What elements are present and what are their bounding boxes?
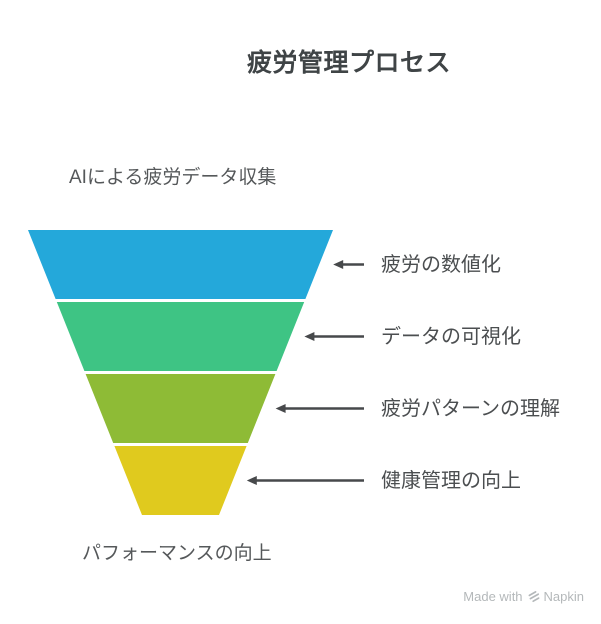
funnel-stage-2 (56, 302, 305, 371)
watermark-brand: Napkin (543, 589, 584, 604)
funnel-stage-3 (85, 374, 276, 443)
stage-arrow-head (246, 476, 257, 485)
funnel-input-label: AIによる疲労データ収集 (69, 167, 277, 188)
stage-arrow-head (333, 260, 344, 269)
page-title: 疲労管理プロセス (247, 49, 452, 77)
funnel-stage-4 (114, 446, 247, 515)
funnel-output-label: パフォーマンスの向上 (82, 543, 272, 564)
funnel-stage-1 (28, 230, 333, 299)
made-with-napkin-link[interactable]: Made with Napkin (463, 589, 584, 604)
watermark-prefix: Made with (463, 589, 523, 604)
stage-arrow-head (304, 332, 315, 341)
napkin-zigzag-icon (528, 591, 539, 603)
stage-arrow-head (275, 404, 286, 413)
